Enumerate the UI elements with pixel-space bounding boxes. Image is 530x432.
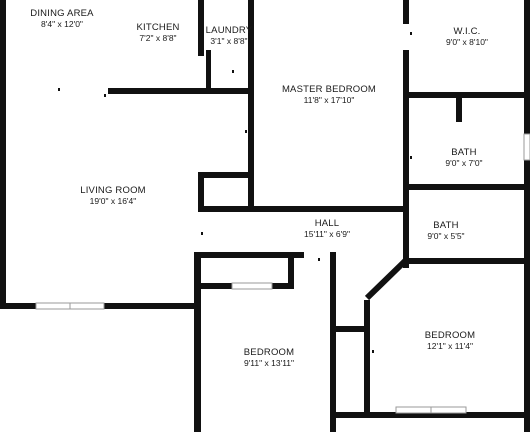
- room-name: BATH: [451, 147, 477, 158]
- wall: [0, 303, 38, 309]
- door-mark: [410, 156, 412, 159]
- room-dimensions: 11'8" x 17'10": [303, 95, 355, 105]
- door-mark: [104, 94, 106, 97]
- wall: [456, 92, 462, 122]
- room-label-master-bedroom: MASTER BEDROOM 11'8" x 17'10": [282, 84, 376, 106]
- window: [523, 133, 530, 161]
- room-name: LAUNDRY: [205, 25, 253, 36]
- door-mark: [245, 130, 247, 133]
- room-label-bedroom-right: BEDROOM 12'1" x 11'4": [425, 330, 476, 352]
- room-label-kitchen: KITCHEN 7'2" x 8'8": [136, 22, 179, 44]
- wall: [524, 0, 530, 134]
- wall: [198, 206, 408, 212]
- room-dimensions: 3'1" x 8'8": [210, 36, 248, 46]
- wall: [330, 326, 368, 332]
- wall: [403, 92, 530, 98]
- windows: [35, 133, 530, 414]
- room-name: BEDROOM: [424, 330, 476, 341]
- room-name: MASTER BEDROOM: [281, 84, 377, 95]
- wall: [330, 412, 530, 418]
- door-mark: [318, 258, 320, 261]
- wall: [198, 0, 204, 56]
- room-dimensions: 15'11" x 6'9": [304, 229, 350, 239]
- room-dimensions: 19'0" x 16'4": [89, 196, 137, 206]
- wall: [403, 0, 409, 24]
- angled-wall: [364, 257, 409, 301]
- wall: [194, 252, 201, 432]
- wall: [0, 0, 5, 55]
- door-mark: [466, 260, 468, 263]
- room-dimensions: 9'0" x 8'10": [446, 37, 488, 47]
- wall: [206, 50, 211, 88]
- wall: [194, 252, 304, 258]
- door-mark: [232, 70, 234, 73]
- room-dimensions: 7'2" x 8'8": [139, 33, 177, 43]
- room-label-bath-upper: BATH 9'0" x 7'0": [445, 147, 482, 169]
- door-mark: [58, 88, 60, 91]
- wall: [198, 172, 204, 210]
- wall: [524, 160, 530, 432]
- room-label-laundry: LAUNDRY 3'1" x 8'8": [206, 25, 253, 47]
- room-name: BATH: [433, 220, 459, 231]
- room-label-dining-area: DINING AREA 8'4" x 12'0": [30, 8, 93, 30]
- door-mark: [201, 232, 203, 235]
- wall: [198, 172, 254, 178]
- room-name: W.I.C.: [453, 26, 481, 37]
- room-dimensions: 8'4" x 12'0": [41, 19, 83, 29]
- room-dimensions: 9'11" x 13'11": [243, 358, 295, 368]
- wall: [364, 300, 370, 412]
- wall: [108, 88, 254, 94]
- room-label-living-room: LIVING ROOM 19'0" x 16'4": [80, 185, 146, 207]
- room-label-wic: W.I.C. 9'0" x 8'10": [446, 26, 488, 48]
- room-name: DINING AREA: [30, 8, 94, 19]
- room-name: BEDROOM: [243, 347, 295, 358]
- wall: [104, 303, 196, 309]
- wall: [248, 0, 254, 208]
- door-mark: [372, 350, 374, 353]
- door-mark: [410, 32, 412, 35]
- wall: [288, 252, 294, 284]
- door-swing-marks: [58, 32, 468, 353]
- room-label-hall: HALL 15'11" x 6'9": [304, 218, 350, 240]
- room-dimensions: 12'1" x 11'4": [427, 341, 473, 351]
- wall: [403, 50, 409, 268]
- room-name: LIVING ROOM: [80, 185, 146, 196]
- room-dimensions: 9'0" x 5'5": [427, 231, 465, 241]
- room-name: HALL: [314, 218, 340, 229]
- room-label-bath-lower: BATH 9'0" x 5'5": [427, 220, 464, 242]
- wall: [0, 0, 6, 308]
- wall: [403, 184, 530, 190]
- room-label-bedroom-left: BEDROOM 9'11" x 13'11": [244, 347, 295, 369]
- room-dimensions: 9'0" x 7'0": [445, 158, 483, 168]
- window: [231, 282, 273, 290]
- room-name: KITCHEN: [136, 22, 180, 33]
- wall: [330, 252, 336, 432]
